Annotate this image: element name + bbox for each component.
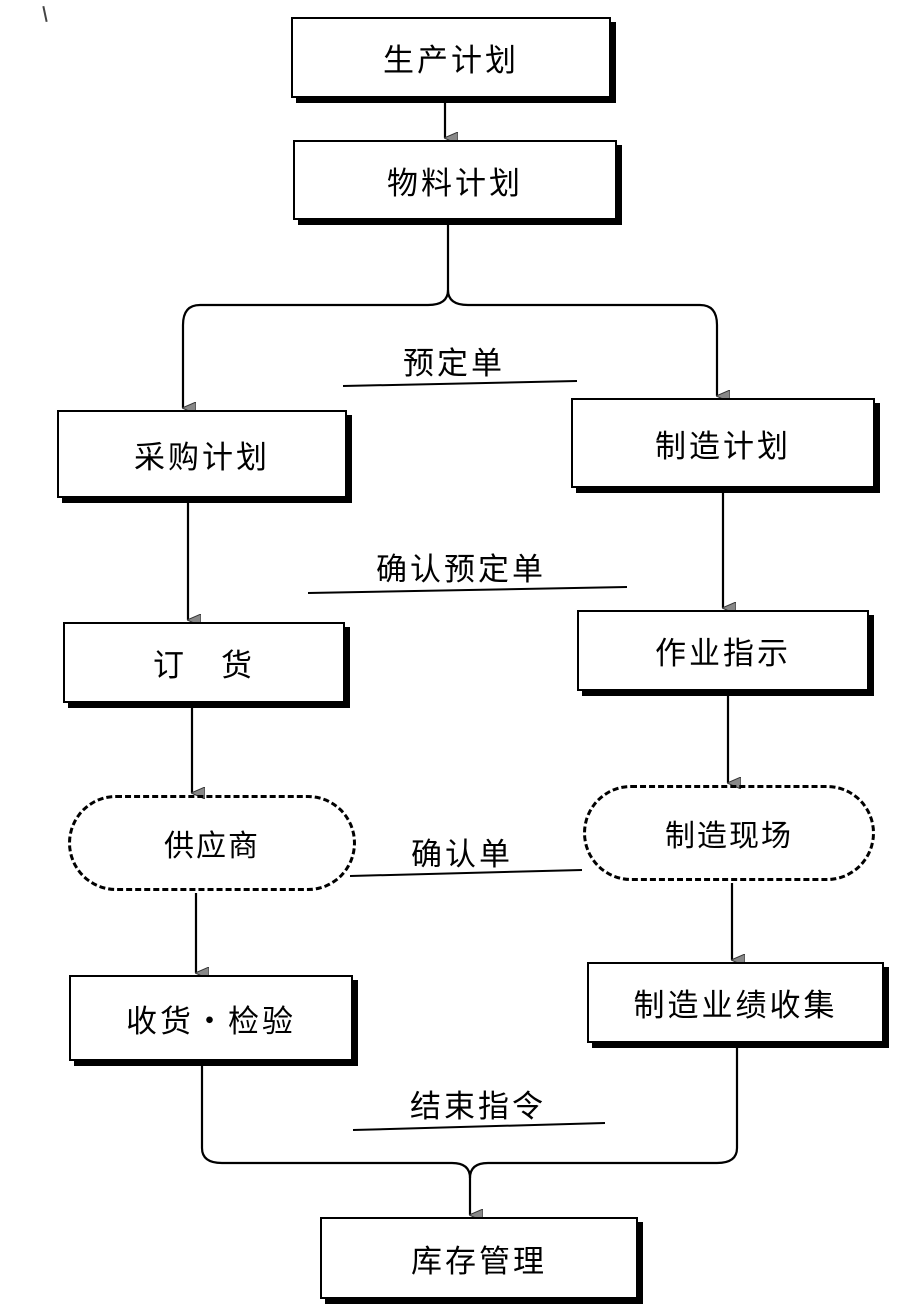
manufacturing-plan-box: 制造计划 [571,398,875,488]
edge-material-to-purchase [181,289,450,408]
inventory-box: 库存管理 [320,1217,638,1299]
inventory-label: 库存管理 [411,1243,547,1280]
production-plan-label: 生产计划 [383,43,519,79]
manufacturing-plan-label: 制造计划 [655,428,791,465]
purchase-plan-label: 采购计划 [134,439,270,476]
receiving-inspection-label: 收货・检验 [126,1003,296,1040]
close-order-label: 结束指令 [410,1089,546,1125]
confirmation-label: 确认单 [411,837,513,873]
edge-receiving-merge [200,1063,472,1179]
shop-floor-node: 制造现场 [583,785,875,881]
supplier-node: 供应商 [68,795,356,891]
purchase-plan-box: 采购计划 [57,410,347,498]
supplier-label: 供应商 [164,829,260,864]
receiving-inspection-box: 收货・检验 [69,975,353,1061]
order-box: 订 货 [63,622,345,703]
material-plan-label: 物料计划 [387,165,523,202]
work-instruction-label: 作业指示 [655,636,791,672]
underline-reservation [342,380,578,387]
confirm-reservation-label: 确认预定单 [376,552,546,588]
edge-material-to-manufacturing [446,289,717,396]
shop-floor-label: 制造现场 [665,819,793,854]
manufacturing-results-box: 制造业绩收集 [587,962,884,1043]
underline-confirm-reservation [307,586,628,594]
order-label: 订 货 [153,648,255,684]
production-plan-box: 生产计划 [291,17,611,98]
underline-close-order [352,1122,606,1131]
manufacturing-results-label: 制造业绩收集 [633,988,838,1024]
edge-results-merge [468,1045,739,1179]
material-plan-box: 物料计划 [293,140,617,220]
work-instruction-box: 作业指示 [577,610,869,691]
underline-confirmation [349,869,583,877]
reservation-label: 预定单 [403,346,505,382]
